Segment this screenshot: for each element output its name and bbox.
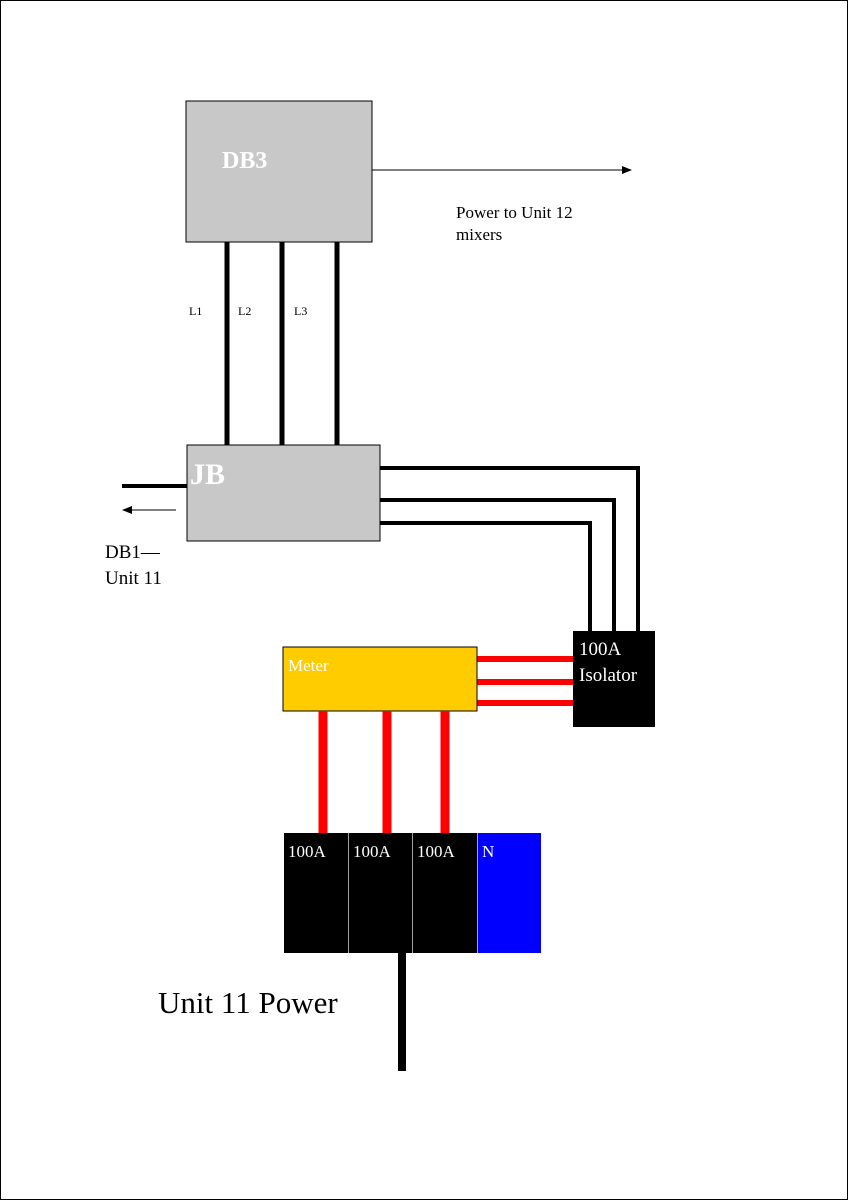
breaker-3 xyxy=(413,833,477,953)
db1-note-line2: Unit 11 xyxy=(105,568,162,589)
breaker-2-label: 100A xyxy=(353,842,392,861)
breaker-3-label: 100A xyxy=(417,842,456,861)
neutral-label: N xyxy=(482,842,494,861)
jb-label: JB xyxy=(190,458,225,491)
power-out-arrowhead xyxy=(622,166,632,174)
db3-label: DB3 xyxy=(222,148,267,174)
phase-label-l1: L1 xyxy=(189,304,202,318)
breaker-1-label: 100A xyxy=(288,842,327,861)
jb-isolator-wire-2 xyxy=(380,498,616,632)
phase-label-l3: L3 xyxy=(294,304,307,318)
isolator-box xyxy=(573,631,655,727)
isolator-label-line2: Isolator xyxy=(579,665,638,686)
db1-note-line1: DB1— xyxy=(105,542,161,563)
jb-isolator-wire-1 xyxy=(380,466,640,632)
breaker-1 xyxy=(284,833,348,953)
isolator-label-line1: 100A xyxy=(579,639,622,660)
db1-arrowhead xyxy=(122,506,132,514)
power-note-line2: mixers xyxy=(456,225,502,244)
meter-label: Meter xyxy=(288,656,329,675)
db3-box xyxy=(185,100,373,243)
phase-label-l2: L2 xyxy=(238,304,251,318)
jb-isolator-wire-3 xyxy=(380,521,592,632)
unit-power-label: Unit 11 Power xyxy=(158,985,338,1020)
breaker-2 xyxy=(349,833,412,953)
meter-box xyxy=(282,646,478,712)
neutral-block xyxy=(478,833,541,953)
jb-box xyxy=(186,444,381,542)
power-note-line1: Power to Unit 12 xyxy=(456,203,573,222)
